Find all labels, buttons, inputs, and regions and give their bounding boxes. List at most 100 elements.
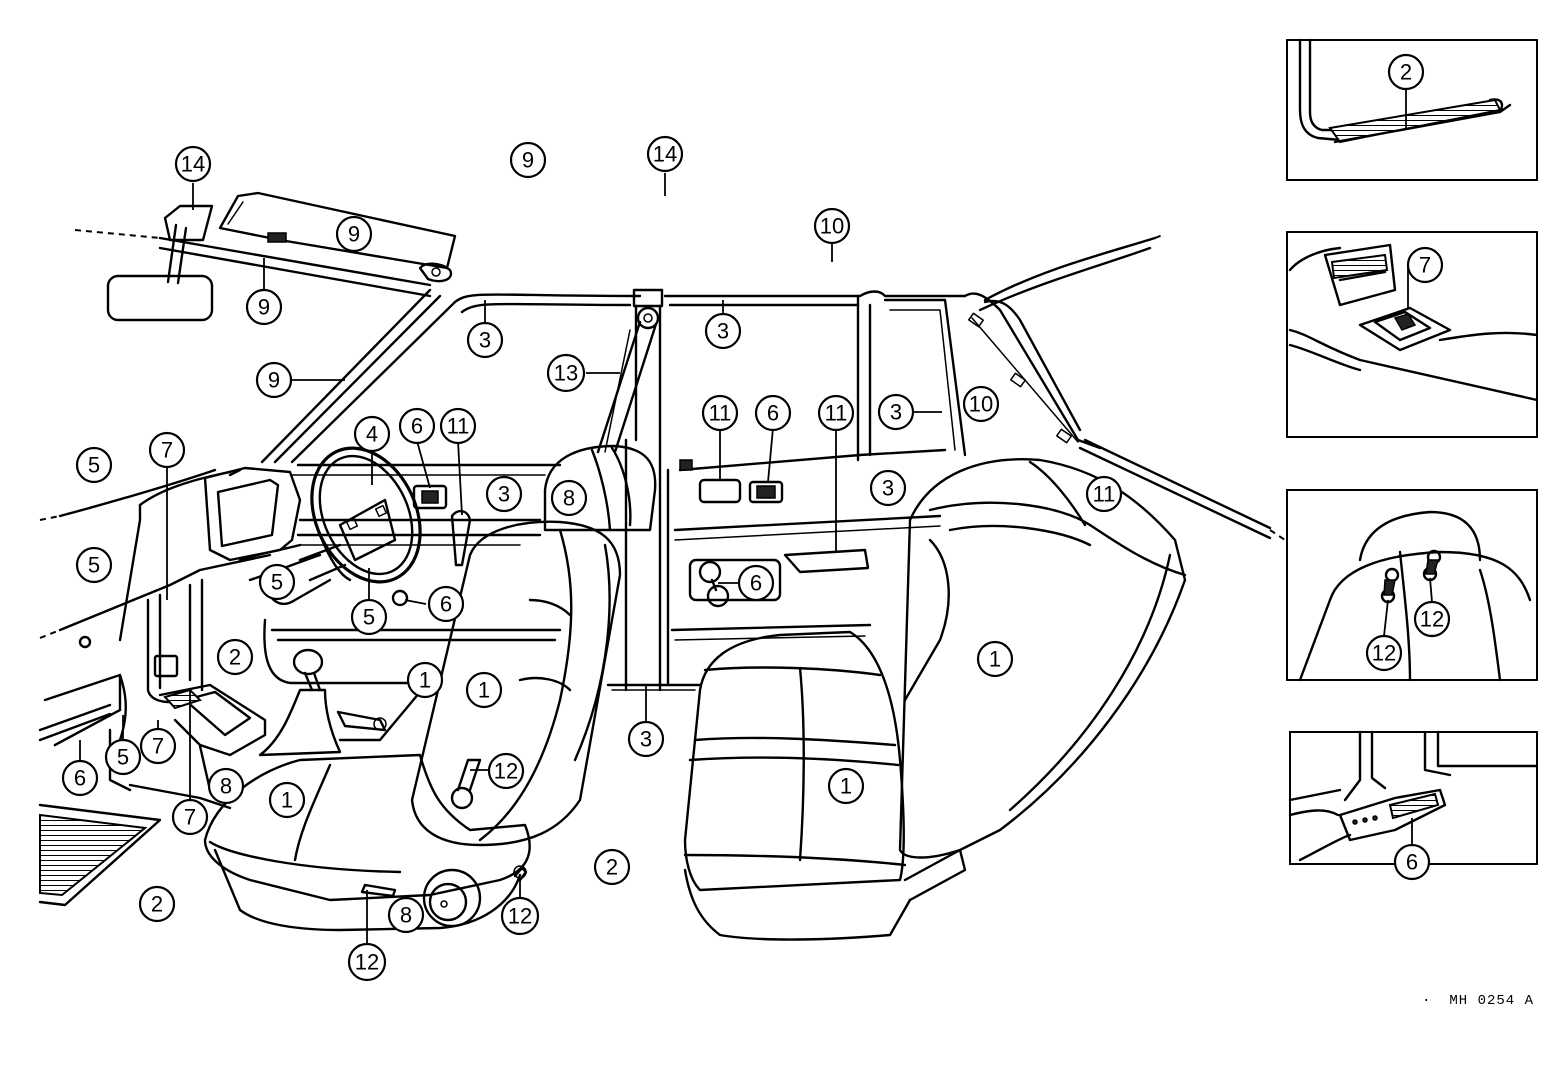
callout-2-floor-mat: 2 — [138, 885, 176, 923]
callout-12-slide-lever: 12 — [347, 942, 387, 982]
callout-text: 12 — [494, 759, 518, 784]
callout-text: 11 — [709, 401, 732, 426]
callout-9-pillar: 9 — [255, 361, 293, 399]
callout-1-front-back: 1 — [465, 671, 503, 709]
callout-text: 11 — [447, 414, 470, 439]
callout-5-dash-upper: 5 — [75, 546, 113, 584]
callout-text: 5 — [117, 745, 129, 770]
callout-8-console: 8 — [207, 767, 245, 805]
callout-text: 3 — [882, 476, 894, 501]
callout-text: 11 — [1093, 482, 1116, 507]
vanity-mirror-left — [163, 204, 214, 242]
callout-text: 7 — [161, 438, 173, 463]
callout-text: 8 — [400, 903, 412, 928]
callout-7-dash-panel: 7 — [148, 431, 186, 469]
callout-text: 12 — [508, 904, 532, 929]
callout-text: 2 — [1400, 60, 1412, 85]
callout-9-sun-visor: 9 — [335, 215, 373, 253]
floor-mat — [38, 803, 162, 907]
callout-text: 5 — [271, 570, 283, 595]
callout-text: 1 — [281, 788, 293, 813]
callout-text: 3 — [640, 727, 652, 752]
callout-11-rear-armrest: 11 — [817, 394, 855, 432]
callout-8-recliner: 8 — [387, 896, 425, 934]
callout-text: 8 — [220, 774, 232, 799]
callout-6-front-switch: 6 — [398, 407, 436, 445]
steering-wheel — [298, 446, 422, 607]
shift-lever — [258, 648, 432, 757]
callout-text: 5 — [88, 553, 100, 578]
callout-text: 9 — [258, 295, 270, 320]
callout-6-dash-lower: 6 — [61, 759, 99, 797]
callout-12-rear-lever: 12 — [500, 896, 540, 936]
callout-text: 9 — [522, 148, 534, 173]
callout-5-column-cover: 5 — [258, 563, 296, 601]
windshield-header — [74, 229, 432, 298]
callout-11-rear-door: 11 — [701, 394, 739, 432]
callout-text: 7 — [1419, 253, 1431, 278]
callout-1-rear-back: 1 — [976, 640, 1014, 678]
callout-12-inset-right: 12 — [1413, 600, 1451, 638]
callout-12-seat-lever: 12 — [487, 752, 525, 790]
callout-2-floor-center: 2 — [593, 848, 631, 886]
callout-3-quarter: 3 — [877, 393, 915, 431]
front-seat-left — [203, 444, 657, 932]
callout-1-rear-cushion: 1 — [827, 767, 865, 805]
seat-belt — [596, 306, 660, 454]
callout-1-front-back-upper: 1 — [406, 661, 444, 699]
callout-text: 6 — [440, 592, 452, 617]
callout-text: 3 — [890, 400, 902, 425]
callout-text: 2 — [606, 855, 618, 880]
a-pillar — [260, 288, 457, 464]
callout-text: 1 — [478, 678, 490, 703]
callout-text: 6 — [767, 401, 779, 426]
rear-door — [663, 290, 967, 687]
rear-quarter — [963, 233, 1286, 541]
callout-11-front-door: 11 — [439, 407, 477, 445]
callout-group: 14 14 9 9 9 9 10 10 3 3 3 3 3 3 13 4 6 6… — [61, 53, 1451, 982]
callout-text: 6 — [1406, 850, 1418, 875]
callout-3-rear-door: 3 — [869, 469, 907, 507]
callout-text: 6 — [411, 414, 423, 439]
callout-3-b-pillar: 3 — [627, 720, 665, 758]
callout-5-steering-pad: 5 — [350, 598, 388, 636]
figure-code-text: MH 0254 A — [1449, 993, 1534, 1009]
callout-6-inset: 6 — [1393, 843, 1431, 881]
door-controls — [412, 478, 870, 608]
inset-headrest-lever — [1286, 489, 1538, 682]
leader-lines — [79, 90, 1433, 944]
dashboard — [38, 466, 332, 810]
callout-text: 13 — [554, 361, 578, 386]
callout-text: 1 — [840, 774, 852, 799]
callout-3-front-roof: 3 — [466, 321, 504, 359]
callout-text: 8 — [563, 486, 575, 511]
callout-text: 3 — [479, 328, 491, 353]
b-pillar — [606, 288, 702, 692]
callout-3-rear-roof: 3 — [704, 312, 742, 350]
callout-text: 12 — [355, 950, 379, 975]
callout-1-front-cushion: 1 — [268, 781, 306, 819]
callout-6-column: 6 — [427, 585, 465, 623]
callout-text: 6 — [750, 571, 762, 596]
callout-text: 2 — [151, 892, 163, 917]
front-door-frame — [263, 293, 642, 685]
callout-text: 12 — [1372, 641, 1396, 666]
callout-6-rear-switch: 6 — [754, 394, 792, 432]
main-illustration — [38, 191, 1286, 941]
callout-12-inset-left: 12 — [1365, 634, 1403, 672]
figure-code: ·MH 0254 A — [1422, 993, 1534, 1009]
callout-5-dash-lower: 5 — [104, 738, 142, 776]
callout-2-floor-front: 2 — [216, 638, 254, 676]
callout-3-front-door: 3 — [485, 475, 523, 513]
callout-text: 9 — [268, 368, 280, 393]
inset-door-switch — [1288, 730, 1539, 865]
callout-text: 1 — [419, 668, 431, 693]
callout-text: 7 — [152, 734, 164, 759]
callout-text: 12 — [1420, 607, 1444, 632]
callout-text: 11 — [825, 401, 848, 426]
callout-text: 5 — [88, 453, 100, 478]
callout-11-rear-seat: 11 — [1085, 475, 1123, 513]
callout-text: 10 — [969, 392, 993, 417]
sun-visor — [218, 191, 457, 283]
